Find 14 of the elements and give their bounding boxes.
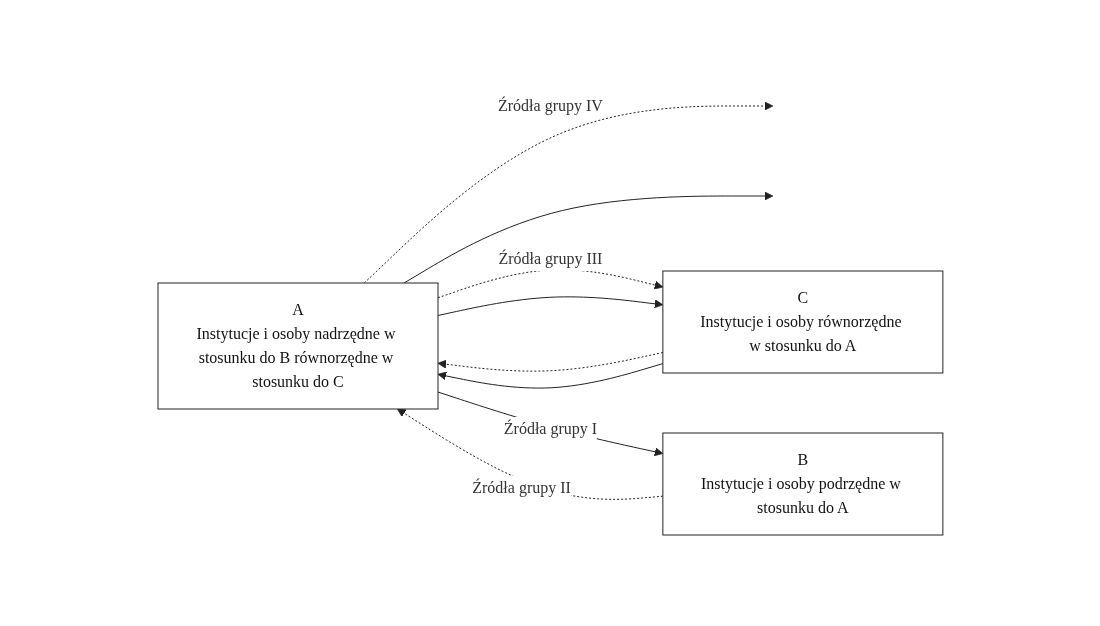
edge-label: Źródła grupy II	[471, 478, 571, 496]
arrow	[437, 352, 663, 372]
arrow	[437, 391, 663, 457]
arrow	[396, 408, 663, 500]
node-box: A Instytucje i osoby nadrzędne w stosunku do B równorzędne w stosunku do C	[157, 282, 439, 410]
arrow	[437, 296, 663, 316]
edge-label: Źródła grupy IV	[497, 97, 603, 114]
arrow	[363, 101, 773, 284]
edge-label: Źródła grupy III	[498, 250, 602, 267]
node-box: C Instytucje i osoby równorzędne w stosunku do A	[661, 270, 943, 374]
node-box: B Instytucje i osoby podrzędne w stosunku do A	[661, 432, 943, 536]
arrow	[403, 191, 773, 284]
edge-label: Źródła grupy I	[503, 420, 597, 437]
arrow	[437, 363, 663, 389]
